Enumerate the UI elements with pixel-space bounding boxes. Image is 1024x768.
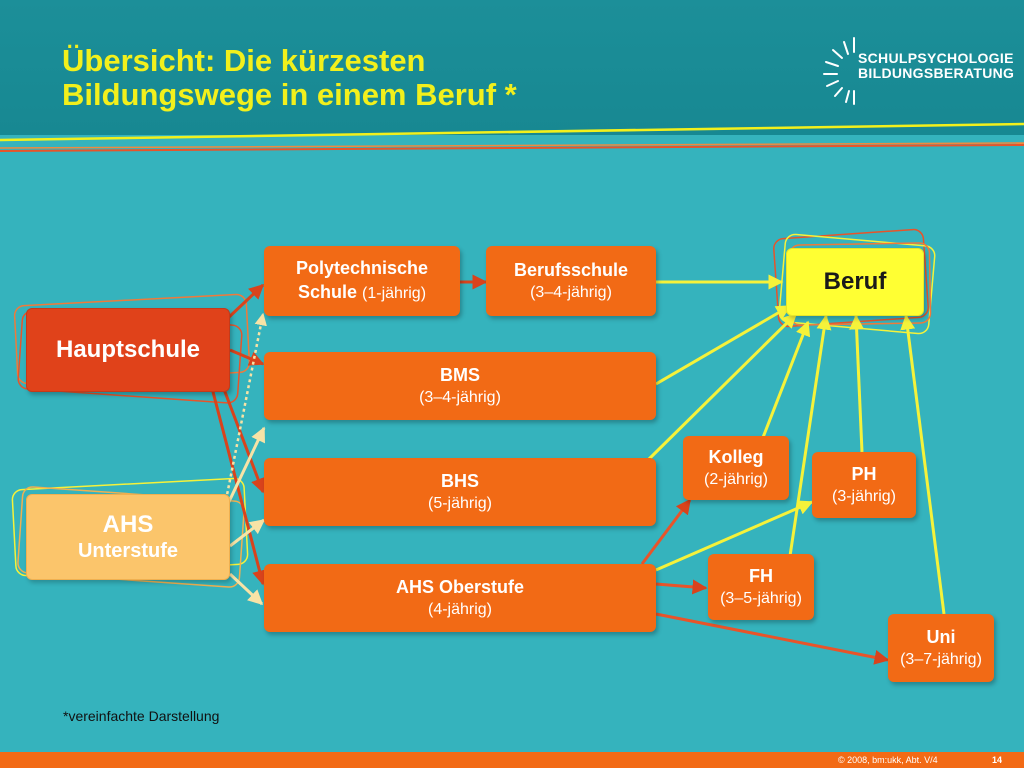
node-ahs-oberstufe[interactable]: AHS Oberstufe (4-jährig) <box>264 564 656 632</box>
title-line-2: Bildungswege in einem Beruf * <box>62 77 517 112</box>
node-uni[interactable]: Uni (3–7-jährig) <box>888 614 994 682</box>
node-fh-label: FH <box>749 566 773 586</box>
node-bms-duration: (3–4-jährig) <box>419 389 501 406</box>
arrow-bms-to-beruf <box>655 304 792 386</box>
arrow-uni-to-beruf <box>900 314 946 615</box>
node-polytechnische-duration: (1-jährig) <box>362 285 427 302</box>
node-kolleg[interactable]: Kolleg (2-jährig) <box>683 436 789 500</box>
node-bhs-label: BHS <box>440 471 479 491</box>
arrow-hauptschule-to-bms <box>229 348 265 366</box>
arrow-ahs-to-bhs <box>229 518 266 548</box>
header-accent-line-red <box>0 144 1024 152</box>
logo-line-1: SCHULPSYCHOLOGIE <box>858 50 1014 66</box>
arrow-ahs-to-bms <box>224 426 266 509</box>
node-bms-label: BMS <box>440 365 480 385</box>
node-ph-duration: (3-jährig) <box>831 488 896 505</box>
title-line-1: Übersicht: Die kürzesten <box>62 43 426 78</box>
node-bhs[interactable]: BHS (5-jährig) <box>264 458 656 526</box>
footer-bar <box>0 752 1024 768</box>
arrow-bhs-to-beruf <box>646 312 798 462</box>
node-polytechnische-schule[interactable]: Polytechnische Schule (1-jährig) <box>264 246 460 316</box>
footer-copyright: © 2008, bm:ukk, Abt. V/4 <box>838 755 938 765</box>
arrow-ahs-to-polytechnische <box>224 312 267 501</box>
node-uni-label: Uni <box>926 627 956 647</box>
page-number: 14 <box>992 755 1003 765</box>
arrow-ahs-oberstufe-to-fh <box>655 579 708 595</box>
arrow-ahs-oberstufe-to-ph <box>655 500 814 572</box>
page-title: Übersicht: Die kürzesten Bildungswege in… <box>62 44 517 112</box>
node-berufsschule[interactable]: Berufsschule (3–4-jährig) <box>486 246 656 316</box>
node-kolleg-label: Kolleg <box>708 447 764 467</box>
node-ph-label: PH <box>851 464 877 484</box>
node-kolleg-duration: (2-jährig) <box>703 471 768 488</box>
arrow-ahs-to-ahs-oberstufe <box>228 572 264 606</box>
arrow-fh-to-beruf <box>788 314 832 557</box>
node-polytechnische-line2-wrap: Schule (1-jährig) <box>298 280 426 306</box>
node-ahs-unterstufe-line2: Unterstufe <box>77 540 178 562</box>
arrow-hauptschule-to-polytechnische <box>226 283 265 320</box>
header-accent-line-orange <box>0 142 1024 149</box>
header-band <box>0 0 1024 135</box>
node-ahs-oberstufe-label: AHS Oberstufe <box>395 577 525 597</box>
node-berufsschule-duration: (3–4-jährig) <box>530 284 612 301</box>
arrow-kolleg-to-beruf <box>760 320 811 441</box>
arrow-ph-to-beruf <box>849 314 865 453</box>
arrow-hauptschule-to-bhs <box>220 383 266 494</box>
header-accent-line-yellow <box>0 122 1024 142</box>
node-bhs-duration: (5-jährig) <box>427 495 492 512</box>
node-ahs-oberstufe-duration: (4-jährig) <box>427 601 492 618</box>
node-berufsschule-label: Berufsschule <box>513 260 629 280</box>
node-fh[interactable]: FH (3–5-jährig) <box>708 554 814 620</box>
node-polytechnische-line2: Schule <box>297 282 357 302</box>
node-bms[interactable]: BMS (3–4-jährig) <box>264 352 656 420</box>
logo-line-2: BILDUNGSBERATUNG <box>858 65 1015 81</box>
node-uni-duration: (3–7-jährig) <box>900 651 982 668</box>
arrow-ahs-oberstufe-to-uni <box>655 612 890 665</box>
node-hauptschule[interactable]: Hauptschule <box>26 308 230 392</box>
node-polytechnische-line1: Polytechnische <box>295 258 429 278</box>
logo-text: SCHULPSYCHOLOGIE BILDUNGSBERATUNG <box>858 51 1014 81</box>
node-beruf[interactable]: Beruf <box>786 248 924 316</box>
node-fh-duration: (3–5-jährig) <box>720 590 802 607</box>
logo-rays-icon <box>823 37 855 105</box>
footnote: *vereinfachte Darstellung <box>63 708 220 724</box>
node-ph[interactable]: PH (3-jährig) <box>812 452 916 518</box>
node-ahs-unterstufe-line1: AHS <box>102 511 154 538</box>
node-hauptschule-label: Hauptschule <box>55 336 201 363</box>
arrow-ahs-oberstufe-to-kolleg <box>640 498 692 565</box>
node-beruf-label: Beruf <box>823 268 887 295</box>
node-ahs-unterstufe[interactable]: AHS Unterstufe <box>26 494 230 580</box>
